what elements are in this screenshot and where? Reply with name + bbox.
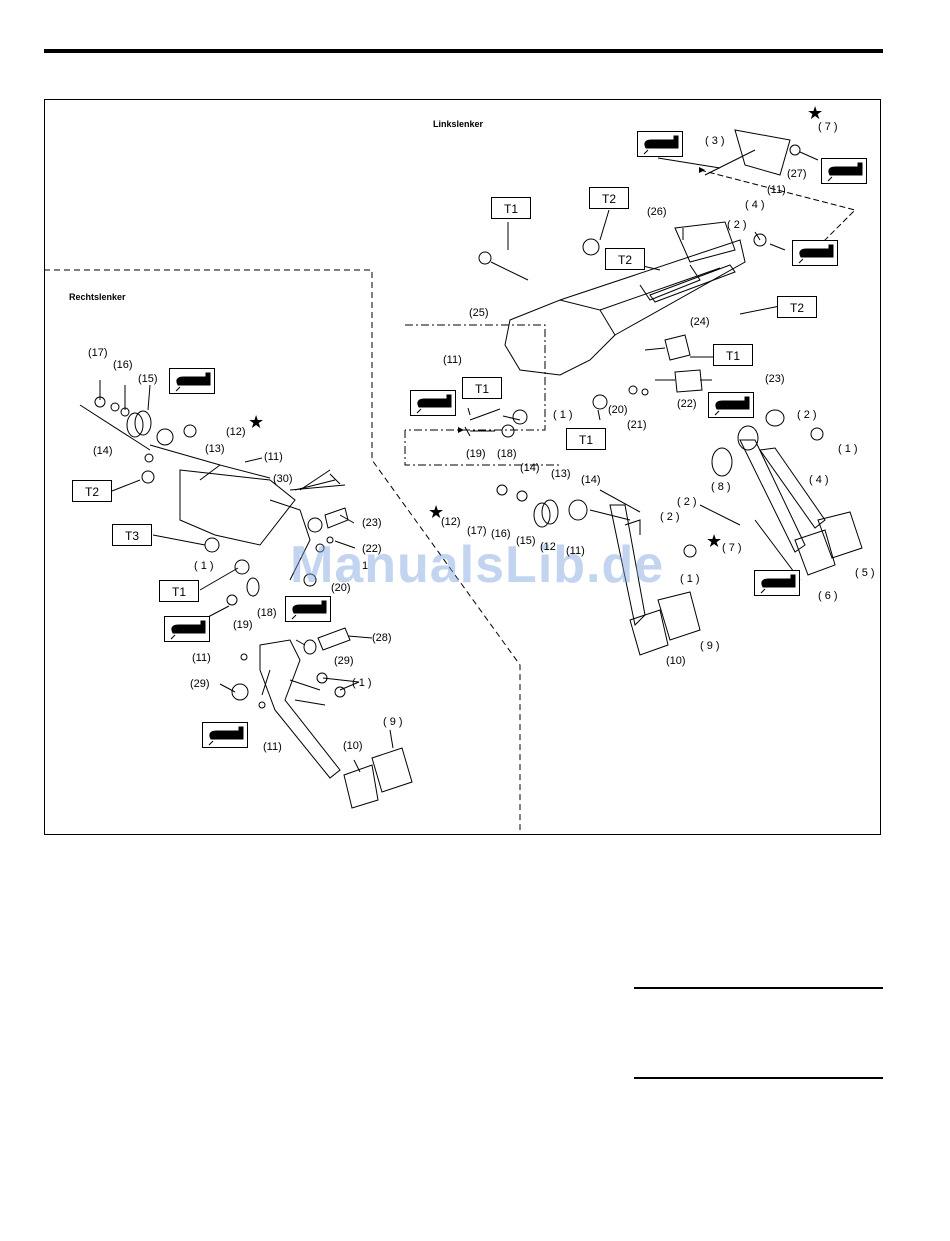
part-label: (17) xyxy=(88,347,108,359)
part-label: (12) xyxy=(441,516,461,528)
part-label: ( 4 ) xyxy=(745,199,765,211)
part-label: (23) xyxy=(362,517,382,529)
part-label: 1 xyxy=(362,560,369,572)
grease-gun-icon xyxy=(410,390,456,416)
torque-box-t1: T1 xyxy=(713,344,753,366)
torque-box-t1: T1 xyxy=(462,377,502,399)
part-label: (19) xyxy=(466,448,486,460)
part-label: (11) xyxy=(566,545,585,557)
grease-gun-icon xyxy=(285,596,331,622)
part-label: ( 7 ) xyxy=(818,121,838,133)
star-icon: ★ xyxy=(248,412,265,432)
part-label: (20) xyxy=(331,582,351,594)
part-label: ( 7 ) xyxy=(722,542,742,554)
part-label: (11) xyxy=(263,741,282,753)
part-label: ( 2 ) xyxy=(660,511,680,523)
torque-box-t1: T1 xyxy=(566,428,606,450)
part-label: (29) xyxy=(334,655,354,667)
part-label: ( 2 ) xyxy=(797,409,817,421)
grease-gun-icon xyxy=(637,131,683,157)
grease-gun-icon xyxy=(792,240,838,266)
left-hand-drive-title: Linkslenker xyxy=(433,119,484,129)
part-label: (10) xyxy=(666,655,686,667)
part-label: ( 8 ) xyxy=(711,481,731,493)
torque-box-t2: T2 xyxy=(72,480,112,502)
part-label: (21) xyxy=(627,419,647,431)
part-label: (17) xyxy=(467,525,487,537)
part-label: (11) xyxy=(767,184,786,196)
torque-box-t2: T2 xyxy=(589,187,629,209)
part-label: ( 6 ) xyxy=(818,590,838,602)
part-label: (27) xyxy=(787,168,807,180)
torque-box-t2: T2 xyxy=(777,296,817,318)
part-label: (15) xyxy=(516,535,536,547)
part-label: (16) xyxy=(113,359,133,371)
watermark: ManualsLib.de xyxy=(290,536,665,594)
diagram-frame xyxy=(44,99,881,835)
part-label: (24) xyxy=(690,316,710,328)
section-rule xyxy=(634,1077,883,1079)
part-label: ( 4 ) xyxy=(809,474,829,486)
section-rule xyxy=(634,987,883,989)
part-label: (25) xyxy=(469,307,489,319)
part-label: ( 5 ) xyxy=(855,567,875,579)
part-label: (18) xyxy=(497,448,517,460)
part-label: (10) xyxy=(343,740,363,752)
star-icon: ★ xyxy=(807,103,824,123)
torque-box-t2: T2 xyxy=(605,248,645,270)
part-label: (14) xyxy=(581,474,601,486)
torque-box-t1: T1 xyxy=(491,197,531,219)
part-label: (22) xyxy=(362,543,382,555)
part-label: ( 1 ) xyxy=(680,573,700,585)
part-label: (11) xyxy=(443,354,462,366)
part-label: ( 2 ) xyxy=(677,496,697,508)
part-label: ( 1 ) xyxy=(553,409,573,421)
part-label: (26) xyxy=(647,206,667,218)
part-label: (16) xyxy=(491,528,511,540)
star-icon: ★ xyxy=(428,502,445,522)
grease-gun-icon xyxy=(169,368,215,394)
part-label: (23) xyxy=(765,373,785,385)
part-label: (13) xyxy=(205,443,225,455)
part-label: (14) xyxy=(520,462,540,474)
part-label: (20) xyxy=(608,404,628,416)
grease-gun-icon xyxy=(821,158,867,184)
grease-gun-icon xyxy=(708,392,754,418)
torque-box-t3: T3 xyxy=(112,524,152,546)
part-label: ( 3 ) xyxy=(705,135,725,147)
grease-gun-icon xyxy=(164,616,210,642)
part-label: ( 1 ) xyxy=(352,677,372,689)
part-label: (14) xyxy=(93,445,113,457)
part-label: ( 1 ) xyxy=(838,443,858,455)
part-label: (12) xyxy=(226,426,246,438)
part-label: (19) xyxy=(233,619,253,631)
part-label: (29) xyxy=(190,678,210,690)
part-label: ( 2 ) xyxy=(727,219,747,231)
part-label: (11) xyxy=(192,652,211,664)
part-label: (30) xyxy=(273,473,293,485)
part-label: ( 9 ) xyxy=(383,716,403,728)
torque-box-t1: T1 xyxy=(159,580,199,602)
part-label: (11) xyxy=(264,451,283,463)
part-label: ( 1 ) xyxy=(194,560,214,572)
right-hand-drive-title: Rechtslenker xyxy=(69,292,126,302)
part-label: (15) xyxy=(138,373,158,385)
part-label: ( 9 ) xyxy=(700,640,720,652)
grease-gun-icon xyxy=(202,722,248,748)
part-label: (13) xyxy=(551,468,571,480)
part-label: (28) xyxy=(372,632,392,644)
part-label: (12 xyxy=(540,541,556,553)
header-rule xyxy=(44,49,883,53)
grease-gun-icon xyxy=(754,570,800,596)
star-icon: ★ xyxy=(706,531,723,551)
part-label: (22) xyxy=(677,398,697,410)
part-label: (18) xyxy=(257,607,277,619)
